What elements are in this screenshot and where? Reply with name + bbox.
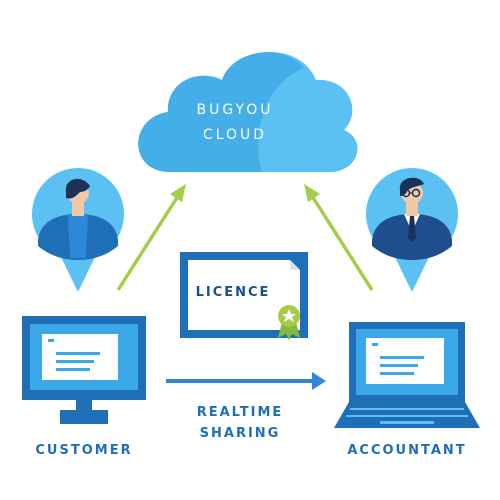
customer-avatar xyxy=(32,168,124,292)
upload-arrow-right xyxy=(304,184,374,291)
licence-certificate xyxy=(180,252,308,340)
customer-monitor-icon xyxy=(22,316,146,424)
cloud-title-line2: CLOUD xyxy=(202,127,268,143)
cloud-title-line1: BUGYOU xyxy=(196,102,274,118)
sharing-label-line1: REALTIME xyxy=(196,405,284,420)
cloud-title: BUGYOU CLOUD xyxy=(170,98,300,148)
customer-label: CUSTOMER xyxy=(35,443,133,458)
accountant-label: ACCOUNTANT xyxy=(347,443,467,458)
award-badge-icon xyxy=(278,305,300,340)
sharing-arrow xyxy=(166,372,326,390)
licence-label: LICENCE xyxy=(195,285,271,300)
accountant-avatar xyxy=(366,168,458,292)
sharing-label-line2: SHARING xyxy=(199,426,281,441)
accountant-laptop-icon xyxy=(334,322,480,428)
upload-arrow-left xyxy=(116,184,186,291)
sharing-label: REALTIME SHARING xyxy=(180,402,300,444)
cloud-icon xyxy=(138,51,358,172)
